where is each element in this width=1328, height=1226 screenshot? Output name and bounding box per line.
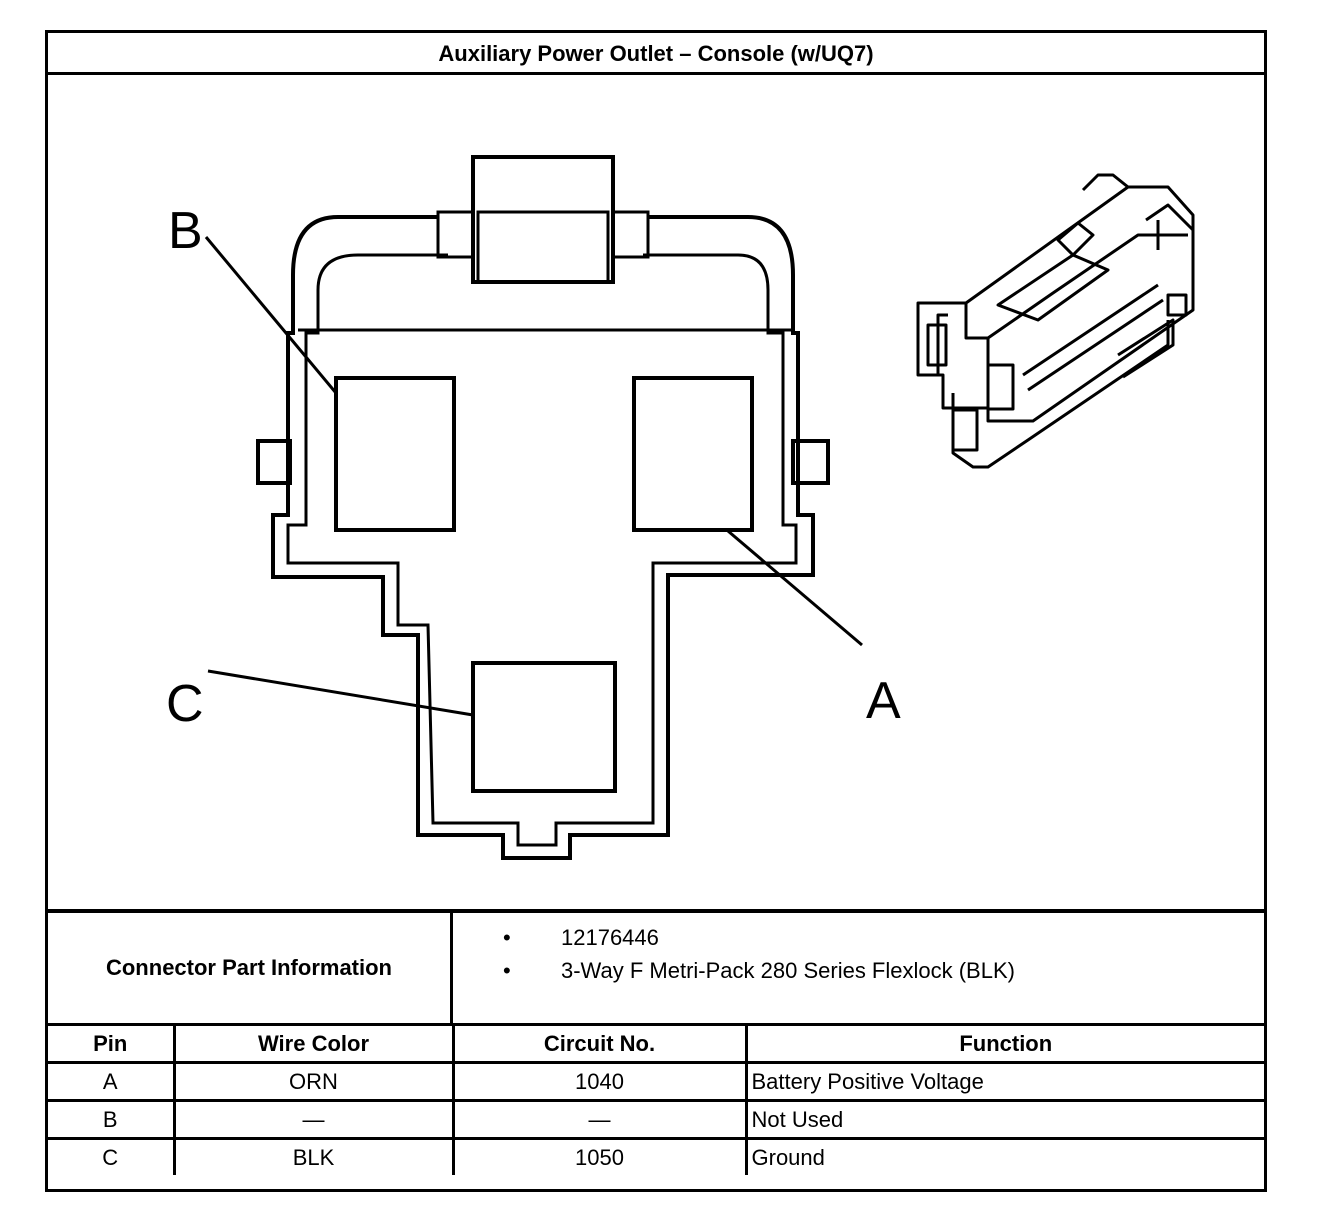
table-row: B — — Not Used: [48, 1099, 1264, 1140]
top-tab: [471, 155, 615, 284]
pin-table: Pin Wire Color Circuit No. Function A OR…: [48, 1026, 1264, 1175]
cell-function: Not Used: [744, 1099, 1264, 1140]
top-tab-inner: [476, 210, 610, 284]
cell-function: Battery Positive Voltage: [744, 1061, 1264, 1102]
header-function: Function: [744, 1026, 1264, 1064]
cavity-b: [334, 376, 456, 532]
cell-circuit: 1050: [451, 1137, 748, 1175]
table-row: C BLK 1050 Ground: [48, 1137, 1264, 1175]
connector-part-number: 12176446: [561, 925, 659, 950]
pin-label-b: B: [168, 202, 203, 260]
diagram-title: Auxiliary Power Outlet – Console (w/UQ7): [48, 33, 1264, 75]
cell-function: Ground: [744, 1137, 1264, 1175]
cavity-c: [471, 661, 617, 793]
right-side-tab: [791, 439, 830, 485]
cell-wire-color: —: [172, 1099, 455, 1140]
connector-description: 3-Way F Metri-Pack 280 Series Flexlock (…: [561, 958, 1015, 983]
connector-diagram-frame: Auxiliary Power Outlet – Console (w/UQ7): [45, 30, 1267, 1192]
pin-label-a: A: [866, 672, 901, 730]
left-top-notch: [436, 210, 475, 259]
pin-table-header: Pin Wire Color Circuit No. Function: [48, 1026, 1264, 1064]
left-side-tab: [256, 439, 292, 485]
bullet-icon: •: [503, 958, 511, 983]
cell-pin: A: [48, 1061, 176, 1102]
pin-label-c: C: [166, 675, 204, 733]
connector-drawing: B A C: [48, 75, 1264, 911]
cell-wire-color: BLK: [172, 1137, 455, 1175]
connector-info-label: Connector Part Information: [48, 913, 453, 1023]
cell-pin: C: [48, 1137, 176, 1175]
header-pin: Pin: [48, 1026, 176, 1064]
cell-circuit: 1040: [451, 1061, 748, 1102]
cavity-a: [632, 376, 754, 532]
cell-wire-color: ORN: [172, 1061, 455, 1102]
housing-inner: [286, 253, 798, 847]
leader-b: [204, 236, 338, 394]
leader-c: [207, 669, 474, 717]
header-circuit-no: Circuit No.: [451, 1026, 748, 1064]
right-top-notch: [611, 210, 650, 259]
cell-circuit: —: [451, 1099, 748, 1140]
leader-a: [727, 529, 863, 647]
connector-info-list: • 12176446 • 3-Way F Metri-Pack 280 Seri…: [453, 913, 1264, 1023]
table-row: A ORN 1040 Battery Positive Voltage: [48, 1061, 1264, 1102]
header-wire-color: Wire Color: [172, 1026, 455, 1064]
connector-info-row: Connector Part Information • 12176446 • …: [48, 909, 1264, 1026]
connector-isometric-view: [916, 173, 1195, 469]
cell-pin: B: [48, 1099, 176, 1140]
bullet-icon: •: [503, 925, 511, 950]
connector-face-svg: B A C: [166, 155, 1195, 860]
housing-outer: [271, 215, 815, 860]
